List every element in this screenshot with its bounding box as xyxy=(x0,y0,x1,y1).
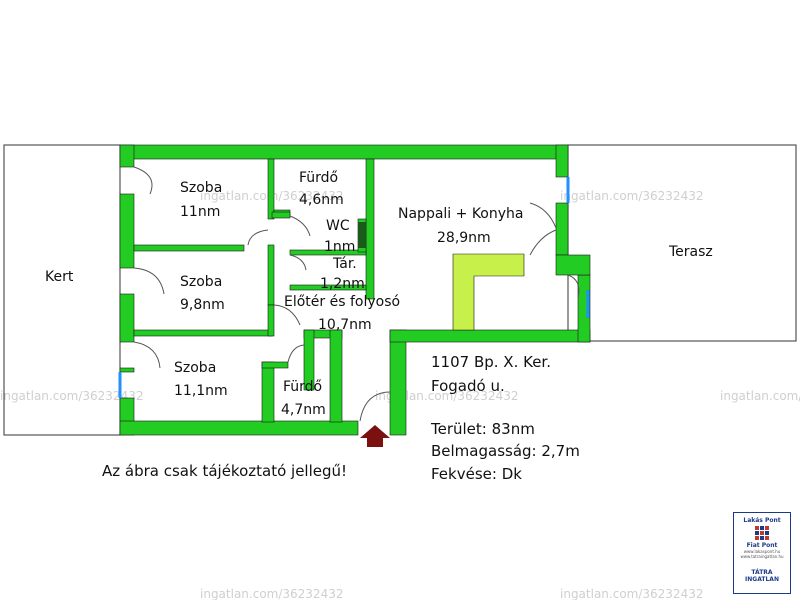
room-szoba-1-name: Szoba xyxy=(180,180,222,196)
info-address-line-2: Fogadó u. xyxy=(431,377,505,395)
logo-grid-icon xyxy=(755,526,769,540)
entrance-arrow-icon xyxy=(360,425,390,447)
room-furdo-1-area: 4,6nm xyxy=(299,192,344,208)
room-furdo-1-name: Fürdő xyxy=(299,170,338,186)
room-szoba-2-name: Szoba xyxy=(180,274,222,290)
watermark-center: ingatlan.com/36232432 xyxy=(375,389,518,403)
watermark-bottom-1: ingatlan.com/36232432 xyxy=(200,587,343,600)
room-szoba-3-name: Szoba xyxy=(174,360,216,376)
room-eloter-area: 10,7nm xyxy=(318,317,372,333)
terrace-outline xyxy=(567,144,797,342)
garden-outline xyxy=(3,144,121,436)
disclaimer-text: Az ábra csak tájékoztató jellegű! xyxy=(102,462,347,480)
logo-line-4: www.tatraingatlan.hu xyxy=(740,554,784,559)
room-tar-name: Tár. xyxy=(332,256,357,272)
room-furdo-2-name: Fürdő xyxy=(283,379,322,395)
watermark-left: ingatlan.com/36232432 xyxy=(0,389,143,403)
watermark-bottom-2: ingatlan.com/36232432 xyxy=(560,587,703,600)
room-tar-area: 1,2nm xyxy=(320,276,365,292)
logo-line-3: www.lakaspont.hu xyxy=(743,549,781,554)
agency-logo: Lakás Pont Fiat Pont www.lakaspont.hu ww… xyxy=(733,512,791,594)
info-ceiling-height: Belmagasság: 2,7m xyxy=(431,442,580,460)
logo-brand-1: TÁTRA xyxy=(751,569,773,576)
area-terasz-label: Terasz xyxy=(668,244,713,260)
info-area: Terület: 83nm xyxy=(430,420,535,438)
logo-brand-2: INGATLAN xyxy=(745,576,779,583)
logo-line-2: Fiat Pont xyxy=(746,542,778,549)
room-nappali-name: Nappali + Konyha xyxy=(398,206,523,222)
watermark-right: ingatlan.com/36232432 xyxy=(720,389,800,403)
walls xyxy=(119,144,591,436)
wc-strip xyxy=(358,222,366,248)
watermarks: ingatlan.com/36232432 ingatlan.com/36232… xyxy=(0,189,800,600)
room-eloter-name: Előtér és folyosó xyxy=(284,294,400,310)
kitchen-counter xyxy=(452,253,525,331)
windows xyxy=(118,177,590,398)
room-szoba-2-area: 9,8nm xyxy=(180,297,225,313)
doors xyxy=(133,166,580,422)
room-wc-area: 1nm xyxy=(324,239,355,255)
info-orientation: Fekvése: Dk xyxy=(431,465,522,483)
logo-line-1: Lakás Pont xyxy=(743,517,781,524)
room-nappali-area: 28,9nm xyxy=(437,230,491,246)
room-wc-name: WC xyxy=(326,218,350,234)
room-furdo-2-area: 4,7nm xyxy=(281,402,326,418)
room-szoba-3-area: 11,1nm xyxy=(174,383,228,399)
area-kert-label: Kert xyxy=(45,269,74,285)
watermark-nappali: ingatlan.com/36232432 xyxy=(560,189,703,203)
info-address-line-1: 1107 Bp. X. Ker. xyxy=(431,353,551,371)
room-szoba-1-area: 11nm xyxy=(180,204,220,220)
